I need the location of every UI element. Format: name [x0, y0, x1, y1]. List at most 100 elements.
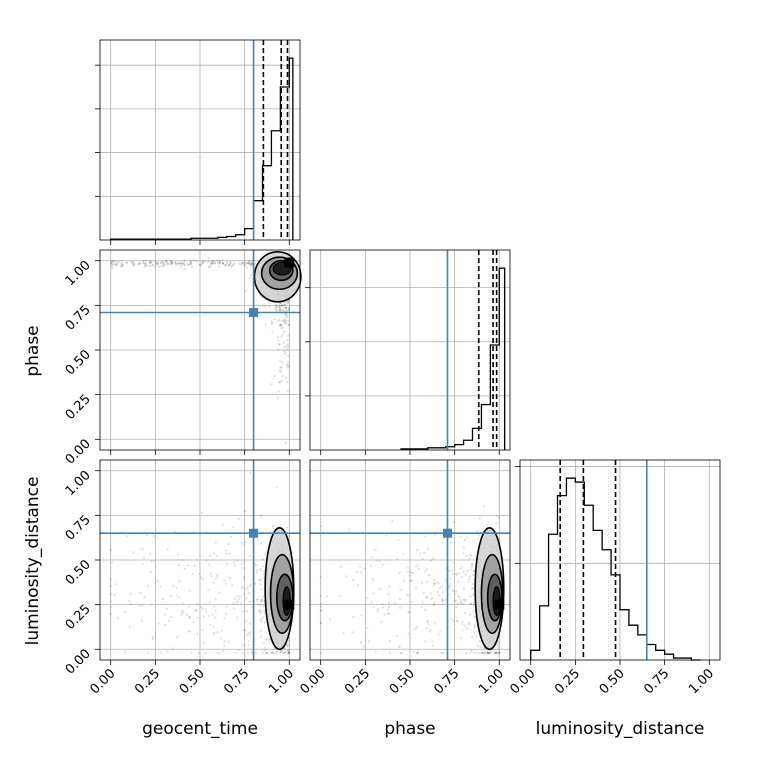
panel-phase-vs-luminosity_distance-point	[456, 619, 459, 622]
panel-geocent_time-vs-phase-point	[278, 318, 281, 322]
panel-phase-vs-luminosity_distance-point	[478, 651, 482, 654]
panel-geocent_time-vs-phase-point	[278, 323, 282, 327]
panel-geocent_time-vs-luminosity_distance-point	[260, 598, 263, 601]
panel-geocent_time-vs-luminosity_distance-point	[245, 610, 249, 613]
panel-geocent_time-vs-luminosity_distance-point	[249, 471, 252, 475]
panel-geocent_time-vs-luminosity_distance-point	[128, 599, 131, 603]
panel-geocent_time-vs-luminosity_distance-point	[216, 631, 219, 634]
panel-phase-vs-luminosity_distance-point	[458, 596, 461, 599]
panel-geocent_time-vs-luminosity_distance-point	[261, 651, 264, 654]
panel-phase-vs-luminosity_distance-point	[459, 598, 462, 601]
panel-geocent_time-vs-luminosity_distance-point	[201, 578, 205, 581]
panel-geocent_time-vs-phase-point	[261, 304, 265, 307]
panel-phase-vs-luminosity_distance-point	[461, 628, 464, 631]
panel-phase-vs-luminosity_distance-point	[437, 593, 441, 597]
panel-phase-vs-luminosity_distance-point	[440, 598, 443, 601]
panel-geocent_time-vs-luminosity_distance-point	[170, 616, 173, 619]
panel-geocent_time-vs-luminosity_distance-point	[240, 541, 243, 544]
panel-geocent_time-vs-phase-point	[113, 263, 116, 266]
panel-geocent_time-vs-luminosity_distance-point	[246, 585, 249, 588]
panel-geocent_time-vs-phase-point	[159, 261, 162, 264]
panel-geocent_time-vs-phase-point	[162, 264, 165, 267]
panel-geocent_time-vs-luminosity_distance-point	[244, 541, 247, 544]
panel-geocent_time-vs-phase-point	[195, 260, 199, 263]
panel-geocent_time-vs-phase-point	[231, 264, 234, 267]
panel-geocent_time-vs-phase-point	[264, 304, 267, 307]
panel-geocent_time-vs-phase-point	[113, 260, 116, 263]
panel-geocent_time-vs-luminosity_distance-point	[181, 611, 184, 615]
axes-layer	[95, 39, 721, 665]
panel-phase-vs-luminosity_distance-point	[467, 580, 470, 583]
panel-geocent_time-vs-phase-point	[211, 261, 214, 265]
panel-geocent_time-vs-luminosity_distance-point	[234, 564, 237, 567]
panel-phase-vs-luminosity_distance-point	[472, 587, 475, 590]
panel-geocent_time-vs-phase-point	[271, 331, 274, 334]
panel-geocent_time-vs-luminosity_distance-point	[169, 595, 173, 598]
panel-geocent_time-vs-phase-point	[110, 260, 114, 263]
panel-phase-vs-luminosity_distance-point	[409, 570, 412, 574]
panel-phase-vs-luminosity_distance-point	[425, 596, 428, 599]
panel-phase-vs-luminosity_distance-point	[376, 610, 379, 613]
panel-geocent_time-vs-luminosity_distance-point	[207, 614, 211, 618]
panel-geocent_time-vs-luminosity_distance-point	[202, 615, 206, 618]
panel-phase-vs-luminosity_distance-point	[360, 614, 363, 617]
panel-phase-vs-luminosity_distance-point	[497, 651, 501, 654]
panel-geocent_time-vs-luminosity_distance-point	[109, 593, 112, 596]
panel-geocent_time-vs-luminosity_distance-point	[218, 651, 222, 654]
panel-geocent_time-vs-phase-point	[268, 305, 271, 308]
panel-geocent_time-vs-luminosity_distance-point	[249, 583, 252, 586]
panel-geocent_time-vs-luminosity_distance-point	[248, 585, 252, 588]
panel-geocent_time-vs-phase-point	[249, 274, 253, 277]
panel-geocent_time-vs-luminosity_distance-point	[286, 648, 290, 651]
panel-geocent_time-vs-phase-point	[247, 261, 250, 265]
panel-phase-vs-luminosity_distance-point	[483, 651, 486, 654]
panel-phase-vs-luminosity_distance-point	[356, 583, 360, 586]
panel-geocent_time-vs-phase-point	[156, 262, 159, 266]
panel-geocent_time-vs-phase-point	[131, 260, 134, 264]
panel-phase-vs-luminosity_distance-point	[464, 611, 467, 615]
panel-geocent_time-vs-luminosity_distance-point	[228, 552, 231, 556]
panel-geocent_time-vs-luminosity_distance-point	[128, 625, 131, 628]
panel-geocent_time-vs-phase-point	[245, 266, 249, 269]
yaxis-luminosity_distance-yticklabel-3: 0.75	[63, 513, 94, 544]
panel-geocent_time-vs-luminosity_distance-truth-marker	[249, 528, 259, 538]
panel-phase-vs-luminosity_distance-point	[441, 603, 444, 606]
panel-phase-vs-luminosity_distance-point	[408, 573, 411, 576]
panel-geocent_time-vs-luminosity_distance-point	[214, 577, 218, 580]
panel-geocent_time-vs-phase-point	[248, 260, 251, 263]
hist-luminosity_distance-steps	[530, 477, 701, 661]
panel-geocent_time-vs-phase-point	[179, 264, 182, 268]
panel-geocent_time-vs-phase-point	[198, 263, 201, 266]
panel-geocent_time-vs-phase-point	[286, 348, 289, 351]
panel-phase-vs-luminosity_distance-point	[441, 591, 444, 594]
panel-geocent_time-vs-phase-point	[208, 266, 211, 269]
panel-phase-vs-luminosity_distance-point	[486, 651, 489, 654]
panel-phase-vs-luminosity_distance-point	[487, 651, 490, 654]
panel-geocent_time-vs-phase-point	[110, 264, 113, 267]
panel-geocent_time-vs-phase-point	[157, 265, 161, 268]
panel-phase-vs-luminosity_distance-point	[366, 596, 369, 600]
xaxis-geocent_time-xticklabel-4: 1.00	[266, 666, 297, 697]
panel-geocent_time-vs-phase-point	[279, 304, 282, 307]
panel-geocent_time-vs-phase-point	[164, 259, 168, 262]
panel-geocent_time-vs-luminosity_distance-point	[260, 599, 263, 602]
panel-geocent_time-vs-luminosity_distance-mode-peak	[284, 599, 295, 610]
panel-geocent_time-vs-phase-point	[154, 261, 157, 264]
panel-geocent_time-vs-luminosity_distance-point	[141, 548, 144, 551]
panel-geocent_time-vs-luminosity_distance-point	[200, 576, 203, 579]
panel-geocent_time-vs-luminosity_distance-point	[205, 610, 208, 613]
panel-geocent_time-vs-phase-mode-peak	[284, 257, 295, 268]
panel-phase-vs-luminosity_distance-point	[439, 630, 442, 633]
panel-phase-vs-luminosity_distance-point	[457, 580, 460, 584]
panel-phase-vs-luminosity_distance-point	[467, 622, 470, 625]
panel-geocent_time-vs-luminosity_distance-point	[259, 635, 263, 638]
panel-geocent_time-vs-phase-point	[119, 263, 123, 266]
panel-phase-vs-luminosity_distance-point	[470, 554, 473, 557]
panel-phase-vs-luminosity_distance-point	[461, 620, 464, 623]
panel-geocent_time-vs-phase-point	[174, 261, 177, 264]
panel-phase-vs-luminosity_distance-point	[360, 571, 363, 574]
panel-geocent_time-vs-phase-point	[281, 360, 284, 363]
panel-phase-vs-luminosity_distance-point	[460, 575, 463, 579]
panel-geocent_time-vs-luminosity_distance-point	[259, 604, 263, 607]
panel-phase-vs-luminosity_distance-point	[374, 549, 377, 552]
